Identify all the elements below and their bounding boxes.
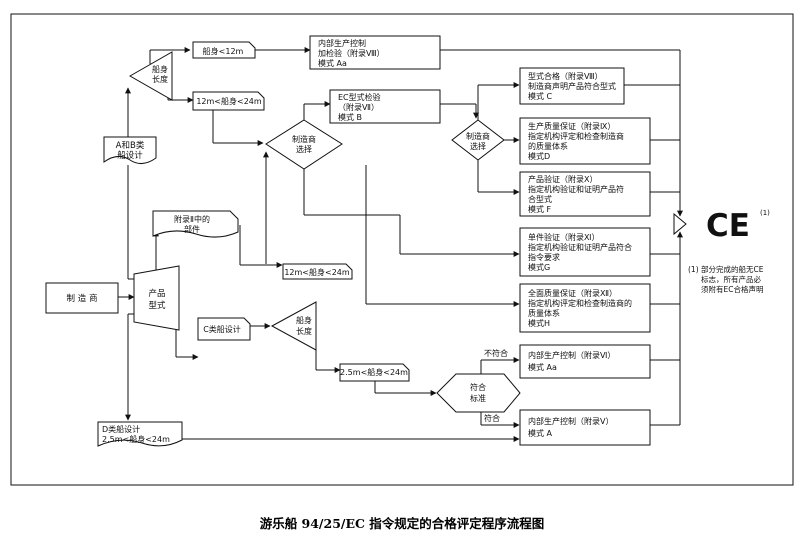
module-aa-top-line2: 加检验（附录Ⅷ） [318, 48, 385, 58]
length-top-line2: 长度 [152, 74, 168, 84]
mfr-choice-line2: 选择 [296, 144, 312, 154]
module-d-box [519, 117, 651, 165]
connectors [118, 47, 683, 442]
module-h-line2: 指定机构评定和检查制造商的 [528, 298, 632, 308]
footnote-line3: 须附有EC合格声明 [701, 284, 763, 294]
module-h-line4: 模式H [528, 318, 550, 328]
ce-arrow-triangle [673, 212, 687, 236]
design-d-line2: 2.5m<船身<24m [102, 434, 170, 444]
mfr-choice2-line2: 选择 [470, 141, 486, 151]
mfr-choice-diamond [265, 119, 343, 170]
design-c-card [197, 317, 251, 341]
product-type-line2: 型式 [148, 300, 166, 311]
module-f-line3: 合型式 [528, 194, 552, 204]
mfr-choice2-diamond [451, 119, 505, 161]
manufacturer-label: 制 造 商 [67, 293, 98, 304]
length-c-line2: 长度 [296, 326, 312, 336]
module-d-line2: 指定机构评定和检查制造商 [528, 131, 624, 141]
design-c-label: C类船设计 [203, 324, 241, 334]
module-aa-top-box [309, 35, 441, 70]
design-d-line1: D类船设计 [102, 424, 140, 434]
module-d-line4: 模式D [528, 151, 550, 161]
length-c-line1: 船身 [296, 315, 312, 325]
module-b-line3: 模式 B [338, 112, 362, 122]
manufacturer-box [45, 282, 119, 314]
len-lt12-card [192, 41, 256, 59]
conform-std-hexagon [436, 373, 521, 413]
product-type-shape [133, 265, 180, 331]
conform-label: 符合 [484, 413, 500, 423]
ce-superscript: (1) [760, 209, 770, 217]
len-12-24b-label: 12m<船身<24m [284, 267, 350, 277]
len-lt12-label: 船身<12m [203, 46, 244, 56]
len-12-24-label: 12m<船身<24m [196, 96, 262, 106]
len-12-24-card [192, 91, 265, 111]
length-top-line1: 船身 [152, 64, 168, 74]
design-ab-box [103, 136, 157, 164]
module-f-line1: 产品验证（附录Ⅹ） [528, 174, 597, 184]
mfr-choice-line1: 制造商 [292, 134, 316, 144]
outer-frame [10, 13, 794, 486]
module-a-box [519, 409, 651, 446]
module-g-line3: 指令要求 [528, 252, 560, 262]
module-a-line1: 内部生产控制（附录Ⅴ） [528, 416, 613, 426]
module-aa-bottom-box [519, 344, 651, 379]
footnote-line1: (1) 部分完成的船无CE [688, 264, 764, 274]
module-b-box [329, 89, 441, 124]
module-f-line4: 模式 F [528, 204, 552, 214]
module-f-box [519, 171, 651, 217]
module-c-line1: 型式合格（附录Ⅷ） [528, 71, 603, 81]
ce-mark: CE [706, 208, 750, 244]
module-aa-top-line1: 内部生产控制 [318, 38, 366, 48]
length-triangle-c [270, 301, 317, 351]
module-aa-top-line3: 模式 Aa [318, 58, 347, 68]
annex-ii-line1: 附录Ⅱ中的 [174, 214, 210, 224]
mfr-choice2-line1: 制造商 [466, 131, 490, 141]
module-g-line1: 单件验证（附录Ⅺ） [528, 232, 599, 242]
module-aa-bottom-line2: 模式 Aa [528, 362, 557, 372]
not-conform-label: 不符合 [484, 348, 508, 358]
module-g-box [519, 227, 651, 277]
module-a-line2: 模式 A [528, 428, 553, 438]
length-triangle-top [128, 51, 173, 101]
module-c-line3: 模式 C [528, 91, 553, 101]
module-g-line4: 模式G [528, 262, 550, 272]
conform-std-line2: 标准 [470, 393, 486, 403]
module-h-box [519, 283, 651, 333]
module-b-line1: EC型式检验 [338, 92, 381, 102]
module-d-line1: 生产质量保证（附录Ⅸ） [528, 121, 615, 131]
design-ab-line1: A和B类 [116, 140, 145, 151]
module-h-line1: 全面质量保证（附录Ⅻ） [528, 288, 617, 298]
len-12-24b-card [282, 263, 353, 280]
figure-caption: 游乐船 94/25/EC 指令规定的合格评定程序流程图 [260, 516, 545, 531]
annex-ii-box [152, 210, 239, 238]
module-aa-bottom-line1: 内部生产控制（附录Ⅵ） [528, 350, 615, 360]
footnote-line2: 标志，所有产品必 [701, 274, 761, 284]
module-c-box [519, 67, 625, 105]
conform-std-line1: 符合 [470, 382, 486, 392]
module-c-line2: 制造商声明产品符合型式 [528, 81, 616, 91]
module-f-line2: 指定机构验证和证明产品符 [528, 184, 624, 194]
len-25-24-card [339, 363, 410, 382]
module-b-line2: （附录Ⅶ） [338, 102, 379, 112]
design-d-box [97, 421, 183, 447]
annex-ii-line2: 部件 [184, 224, 200, 234]
module-d-line3: 的质量体系 [528, 141, 568, 151]
design-ab-line2: 船设计 [117, 150, 143, 161]
product-type-line1: 产品 [148, 288, 165, 299]
module-g-line2: 指定机构验证和证明产品符合 [528, 242, 632, 252]
module-h-line3: 质量体系 [528, 308, 560, 318]
len-25-24-label: 2.5m<船身<24m [340, 367, 408, 377]
